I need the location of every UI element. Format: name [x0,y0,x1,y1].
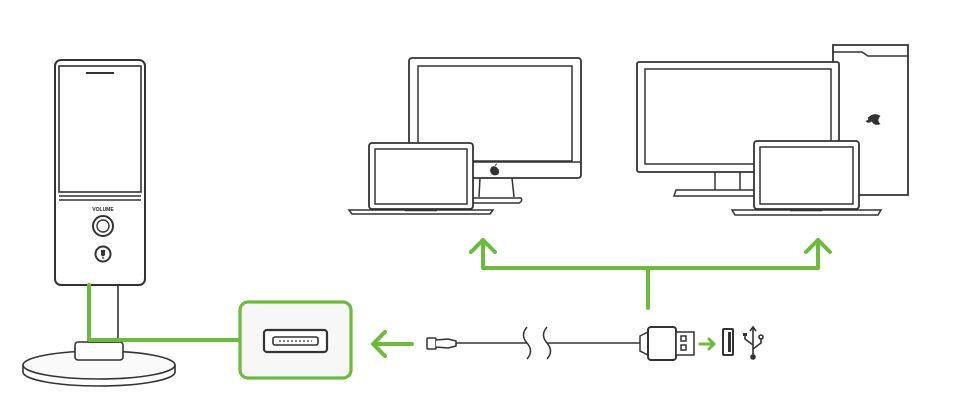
microphone-base [22,341,176,387]
pc-setup [636,44,909,216]
cable-break-mark [522,326,532,360]
right-up-arrow [804,238,832,254]
macbook [347,142,495,215]
microphone-stem [87,284,119,343]
port-callout-line [87,283,242,342]
usb-a-plug [639,326,695,361]
usb-a-port-icon [722,328,734,356]
volume-label: VOLUME [92,207,114,213]
pc-laptop [730,140,883,216]
usb-symbol-icon [743,325,764,360]
mute-button[interactable] [94,245,112,263]
green-connection-lines [87,238,832,358]
mac-setup [347,57,582,215]
volume-knob[interactable] [92,215,114,237]
razer-logo-icon [865,114,881,125]
microphone [22,59,176,387]
apple-logo-icon [490,163,500,176]
usb-small-arrow [698,337,716,351]
micro-usb-port-callout [238,300,353,380]
left-up-arrow [469,238,497,254]
computer-split-bracket [481,238,820,310]
micro-usb-port-icon [262,328,329,354]
usb-cable [426,326,695,361]
micro-usb-plug [426,337,457,350]
left-arrow [371,330,414,358]
microphone-body [54,59,146,286]
